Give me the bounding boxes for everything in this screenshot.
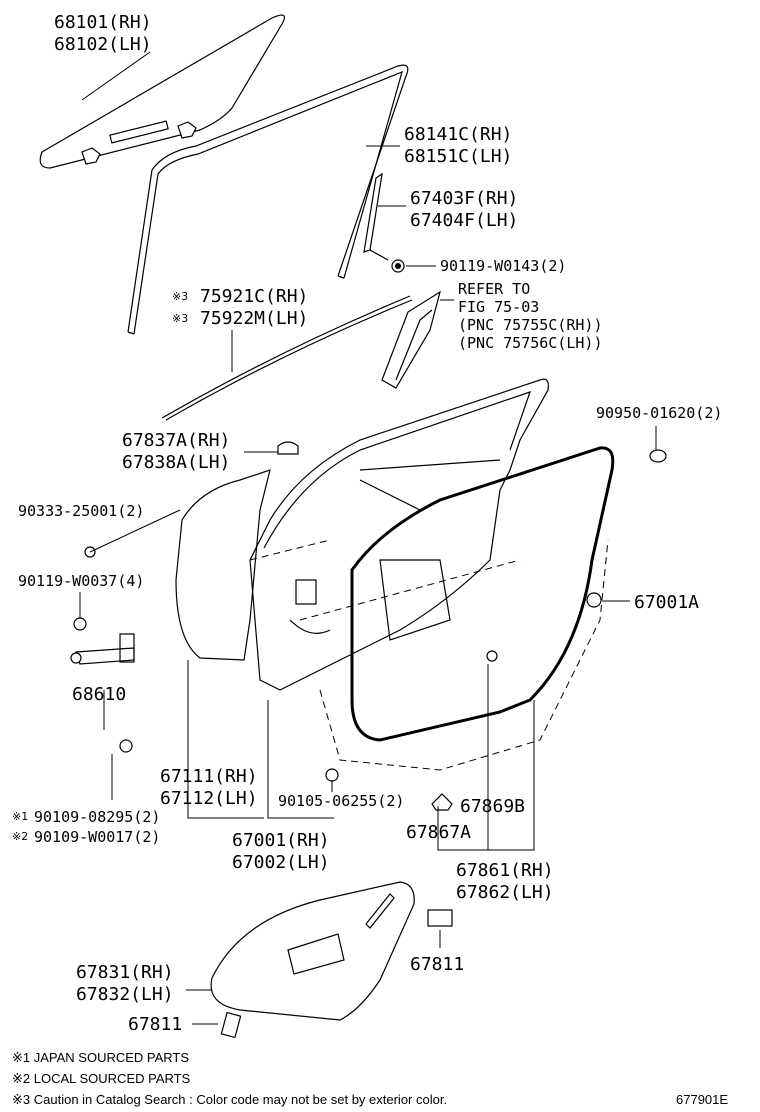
rear-seal-drawing — [363, 172, 389, 261]
label-cap: 90950-01620(2) — [596, 404, 722, 422]
cap-drawing — [649, 449, 667, 463]
garnish-drawing — [381, 290, 441, 389]
label-refer-3: (PNC 75755C(RH)) — [458, 316, 603, 334]
label-mark1: ※1 — [12, 810, 28, 823]
tape-drawings — [220, 909, 453, 1039]
label-mark3-a: ※3 — [172, 290, 188, 303]
label-refer-2: FIG 75-03 — [458, 298, 539, 316]
label-glass-rh: 68101(RH) — [54, 12, 152, 33]
label-mold-rh: 75921C(RH) — [200, 286, 308, 307]
label-door-rh: 67001(RH) — [232, 830, 330, 851]
glass-run-drawing — [127, 64, 409, 335]
label-tape-a: 67811 — [410, 954, 464, 975]
door-check-drawing — [70, 633, 135, 665]
label-strip-rh: 67861(RH) — [456, 860, 554, 881]
label-check: 68610 — [72, 684, 126, 705]
label-refer-4: (PNC 75756C(LH)) — [458, 334, 603, 352]
label-bolt-c1: 90109-08295(2) — [34, 808, 160, 826]
label-clip-c: 67867A — [406, 822, 471, 843]
label-bolt-a: 90119-W0037(4) — [18, 572, 144, 590]
label-film-lh: 67832(LH) — [76, 984, 174, 1005]
label-refer-1: REFER TO — [458, 280, 530, 298]
label-seal-lh: 67404F(LH) — [410, 210, 518, 231]
label-clip-b: 67869B — [460, 796, 525, 817]
screw-drawing — [391, 259, 405, 273]
label-outer-lh: 67112(LH) — [160, 788, 258, 809]
label-bolt-c2: 90109-W0017(2) — [34, 828, 160, 846]
clip-67001a-drawing — [586, 592, 602, 608]
note-local-sourced: ※2 LOCAL SOURCED PARTS — [12, 1071, 191, 1086]
door-panel-drawing — [249, 378, 549, 691]
weatherstrip-drawing — [249, 446, 615, 771]
label-mark3-b: ※3 — [172, 312, 188, 325]
label-tape-b: 67811 — [128, 1014, 182, 1035]
label-run-lh: 68151C(LH) — [404, 146, 512, 167]
label-film-rh: 67831(RH) — [76, 962, 174, 983]
label-weather: 67001A — [634, 592, 699, 613]
label-seal-rh: 67403F(RH) — [410, 188, 518, 209]
cover-drawing — [277, 441, 299, 455]
leader-lines — [79, 51, 657, 1025]
label-cover-rh: 67837A(RH) — [122, 430, 230, 451]
label-mark2: ※2 — [12, 830, 28, 843]
door-glass-drawing — [39, 14, 285, 169]
label-run-rh: 68141C(RH) — [404, 124, 512, 145]
label-glass-lh: 68102(LH) — [54, 34, 152, 55]
label-clip-a: 90333-25001(2) — [18, 502, 144, 520]
note-japan-sourced: ※1 JAPAN SOURCED PARTS — [12, 1050, 189, 1065]
figure-id: 677901E — [676, 1092, 728, 1107]
service-film-drawing — [210, 881, 415, 1021]
label-outer-rh: 67111(RH) — [160, 766, 258, 787]
label-screw-a: 90119-W0143(2) — [440, 257, 566, 275]
outer-panel-drawing — [175, 469, 271, 661]
belt-molding-drawing — [161, 295, 413, 421]
label-mold-lh: 75922M(LH) — [200, 308, 308, 329]
label-cover-lh: 67838A(LH) — [122, 452, 230, 473]
note-caution: ※3 Caution in Catalog Search : Color cod… — [12, 1092, 447, 1107]
label-strip-lh: 67862(LH) — [456, 882, 554, 903]
label-door-lh: 67002(LH) — [232, 852, 330, 873]
label-bolt-b: 90105-06255(2) — [278, 792, 404, 810]
